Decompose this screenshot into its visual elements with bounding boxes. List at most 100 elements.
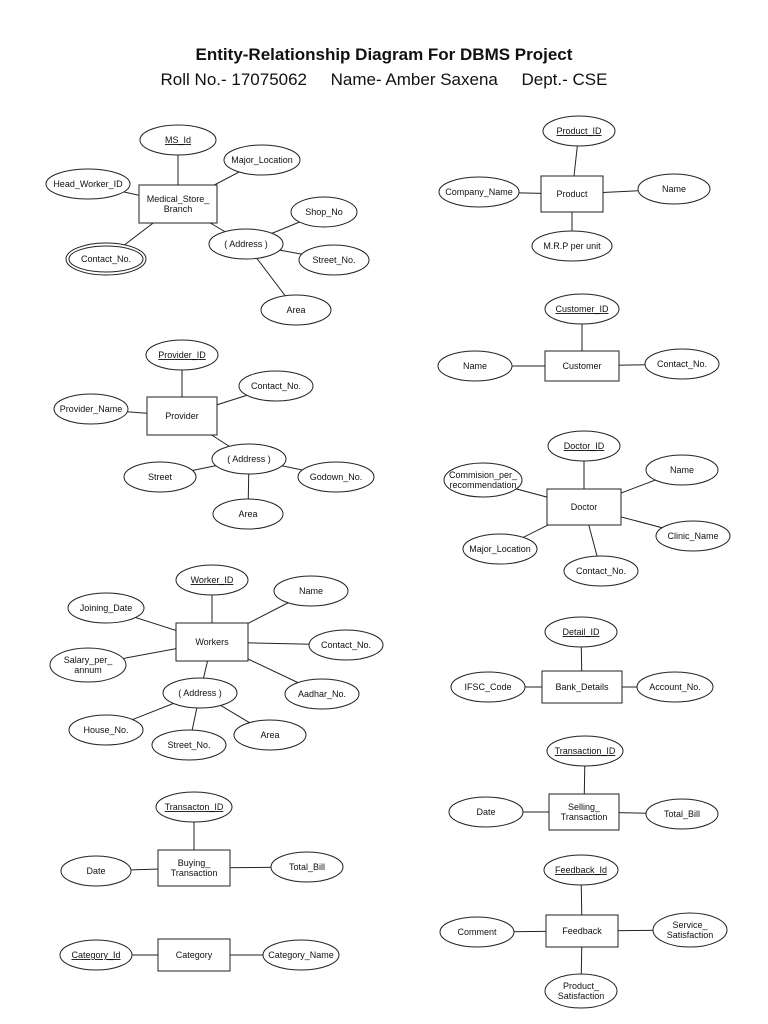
attribute-ellipse-street_prov [123,461,197,493]
attribute-contact_doc: Contact_No. [563,555,639,587]
attribute-ellipse-address_ms [208,228,284,260]
attribute-product_name: Name [637,173,711,205]
entity-workers: Workers [175,622,249,662]
entity-box-selling_transaction [548,793,620,831]
attribute-ellipse-ms_id [139,124,217,156]
attribute-provider_name: Provider_Name [53,393,129,425]
attribute-ellipse-area_prov [212,498,284,530]
attribute-label-sell_total-text: Total_Bill [664,809,700,819]
entity-medical_store: Medical_Store_Branch [138,184,218,224]
attribute-transacton_id: Transacton_ID [155,791,233,823]
attribute-label-commision-text: Commision_per_ [449,470,518,480]
attribute-label-ms_id-text: MS_Id [165,135,191,145]
attribute-label-mrp-text: M.R.P per unit [543,241,601,251]
attribute-transaction_id: Transaction_ID [546,735,624,767]
entity-box-provider [146,396,218,436]
attribute-ellipse-street_no_ms [298,244,370,276]
attribute-label-product_satisfaction-text: Satisfaction [558,991,605,1001]
attribute-area_work: Area [233,719,307,751]
attribute-provider_id: Provider_ID [145,339,219,371]
attribute-ellipse-head_worker_id [45,168,131,200]
attribute-label-street_prov-text: Street [148,472,173,482]
attribute-comment: Comment [439,916,515,948]
entity-label-doctor-text: Doctor [571,502,598,512]
attribute-label-worker_name-text: Name [299,586,323,596]
attribute-ellipse-detail_id [544,616,618,648]
entity-label-product-text: Product [556,189,588,199]
attribute-label-salary-text: annum [74,665,102,675]
entity-box-customer [544,350,620,382]
attribute-category_id: Category_Id [59,939,133,971]
attribute-detail_id: Detail_ID [544,616,618,648]
attribute-label-head_worker_id-text: Head_Worker_ID [53,179,123,189]
attribute-label-address_ms-text: ( Address ) [224,239,268,249]
multivalued-ring-contact_ms [68,245,144,273]
attribute-label-category_id-text: Category_Id [71,950,120,960]
entity-label-feedback-text: Feedback [562,926,602,936]
attribute-label-joining_date-text: Joining_Date [80,603,133,613]
attribute-ellipse-transacton_id [155,791,233,823]
attribute-label-area_prov-text: Area [238,509,257,519]
attribute-contact_cust: Contact_No. [644,348,720,380]
attribute-ellipse-godown_no [297,461,375,493]
attribute-customer_id: Customer_ID [544,293,620,325]
attribute-label-salary-text: Salary_per_ [64,655,114,665]
attribute-label-doctor_name-text: Name [670,465,694,475]
attribute-major_location_doc: Major_Location [462,533,538,565]
entity-label-medical_store-text: Branch [164,204,193,214]
attribute-ellipse-doctor_id [547,430,621,462]
attribute-label-area_work-text: Area [260,730,279,740]
attribute-label-address_work-text: ( Address ) [178,688,222,698]
entity-product: Product [540,175,604,213]
entity-label-selling_transaction-text: Transaction [561,812,608,822]
attribute-account_no: Account_No. [636,671,714,703]
entity-label-category-text: Category [176,950,213,960]
entity-feedback: Feedback [545,914,619,948]
attribute-label-company_name-text: Company_Name [445,187,513,197]
attribute-label-house_no-text: House_No. [83,725,128,735]
attribute-label-contact_ms-text: Contact_No. [81,254,131,264]
entity-bank_details: Bank_Details [541,670,623,704]
attribute-ellipse-comment [439,916,515,948]
attribute-ellipse-contact_prov [238,370,314,402]
attribute-label-product_id-text: Product_ID [556,126,602,136]
attribute-label-commision-text: recommendation [449,480,516,490]
entity-label-bank_details-text: Bank_Details [555,682,609,692]
attribute-label-contact_work-text: Contact_No. [321,640,371,650]
attribute-area_ms: Area [260,294,332,326]
attribute-label-service_satisfaction-text: Service_ [672,920,708,930]
attribute-label-street_no_ms-text: Street_No. [312,255,355,265]
entity-label-provider-text: Provider [165,411,199,421]
attribute-label-product_satisfaction-text: Product_ [563,981,600,991]
attribute-address_work: ( Address ) [162,677,238,709]
entity-selling_transaction: Selling_Transaction [548,793,620,831]
attribute-ellipse-clinic_name [655,520,731,552]
attribute-label-customer_name-text: Name [463,361,487,371]
attribute-street_no_work: Street_No. [151,729,227,761]
attribute-label-shop_no-text: Shop_No [305,207,343,217]
attribute-label-ifsc_code-text: IFSC_Code [464,682,511,692]
attribute-major_location_ms: Major_Location [223,144,301,176]
attribute-buy_total: Total_Bill [270,851,344,883]
entity-box-medical_store [138,184,218,224]
attribute-ellipse-mrp [531,230,613,262]
attribute-ellipse-feedback_id [543,854,619,886]
entity-label-medical_store-text: Medical_Store_ [147,194,211,204]
attribute-label-customer_id-text: Customer_ID [555,304,609,314]
diagram-subtitle: Roll No.- 17075062 Name- Amber Saxena De… [160,70,608,89]
attribute-label-clinic_name-text: Clinic_Name [667,531,718,541]
attribute-shop_no: Shop_No [290,196,358,228]
attribute-label-contact_cust-text: Contact_No. [657,359,707,369]
attribute-label-major_location_ms-text: Major_Location [231,155,293,165]
attribute-worker_name: Name [273,575,349,607]
attribute-ellipse-major_location_ms [223,144,301,176]
attribute-ellipse-area_ms [260,294,332,326]
attribute-ellipse-shop_no [290,196,358,228]
attribute-sell_date: Date [448,796,524,828]
entity-provider: Provider [146,396,218,436]
attribute-ellipse-doctor_name [645,454,719,486]
attribute-contact_ms: Contact_No. [65,242,147,276]
entity-label-buying_transaction-text: Buying_ [178,858,212,868]
attribute-ellipse-company_name [438,176,520,208]
attribute-ellipse-address_prov [211,443,287,475]
